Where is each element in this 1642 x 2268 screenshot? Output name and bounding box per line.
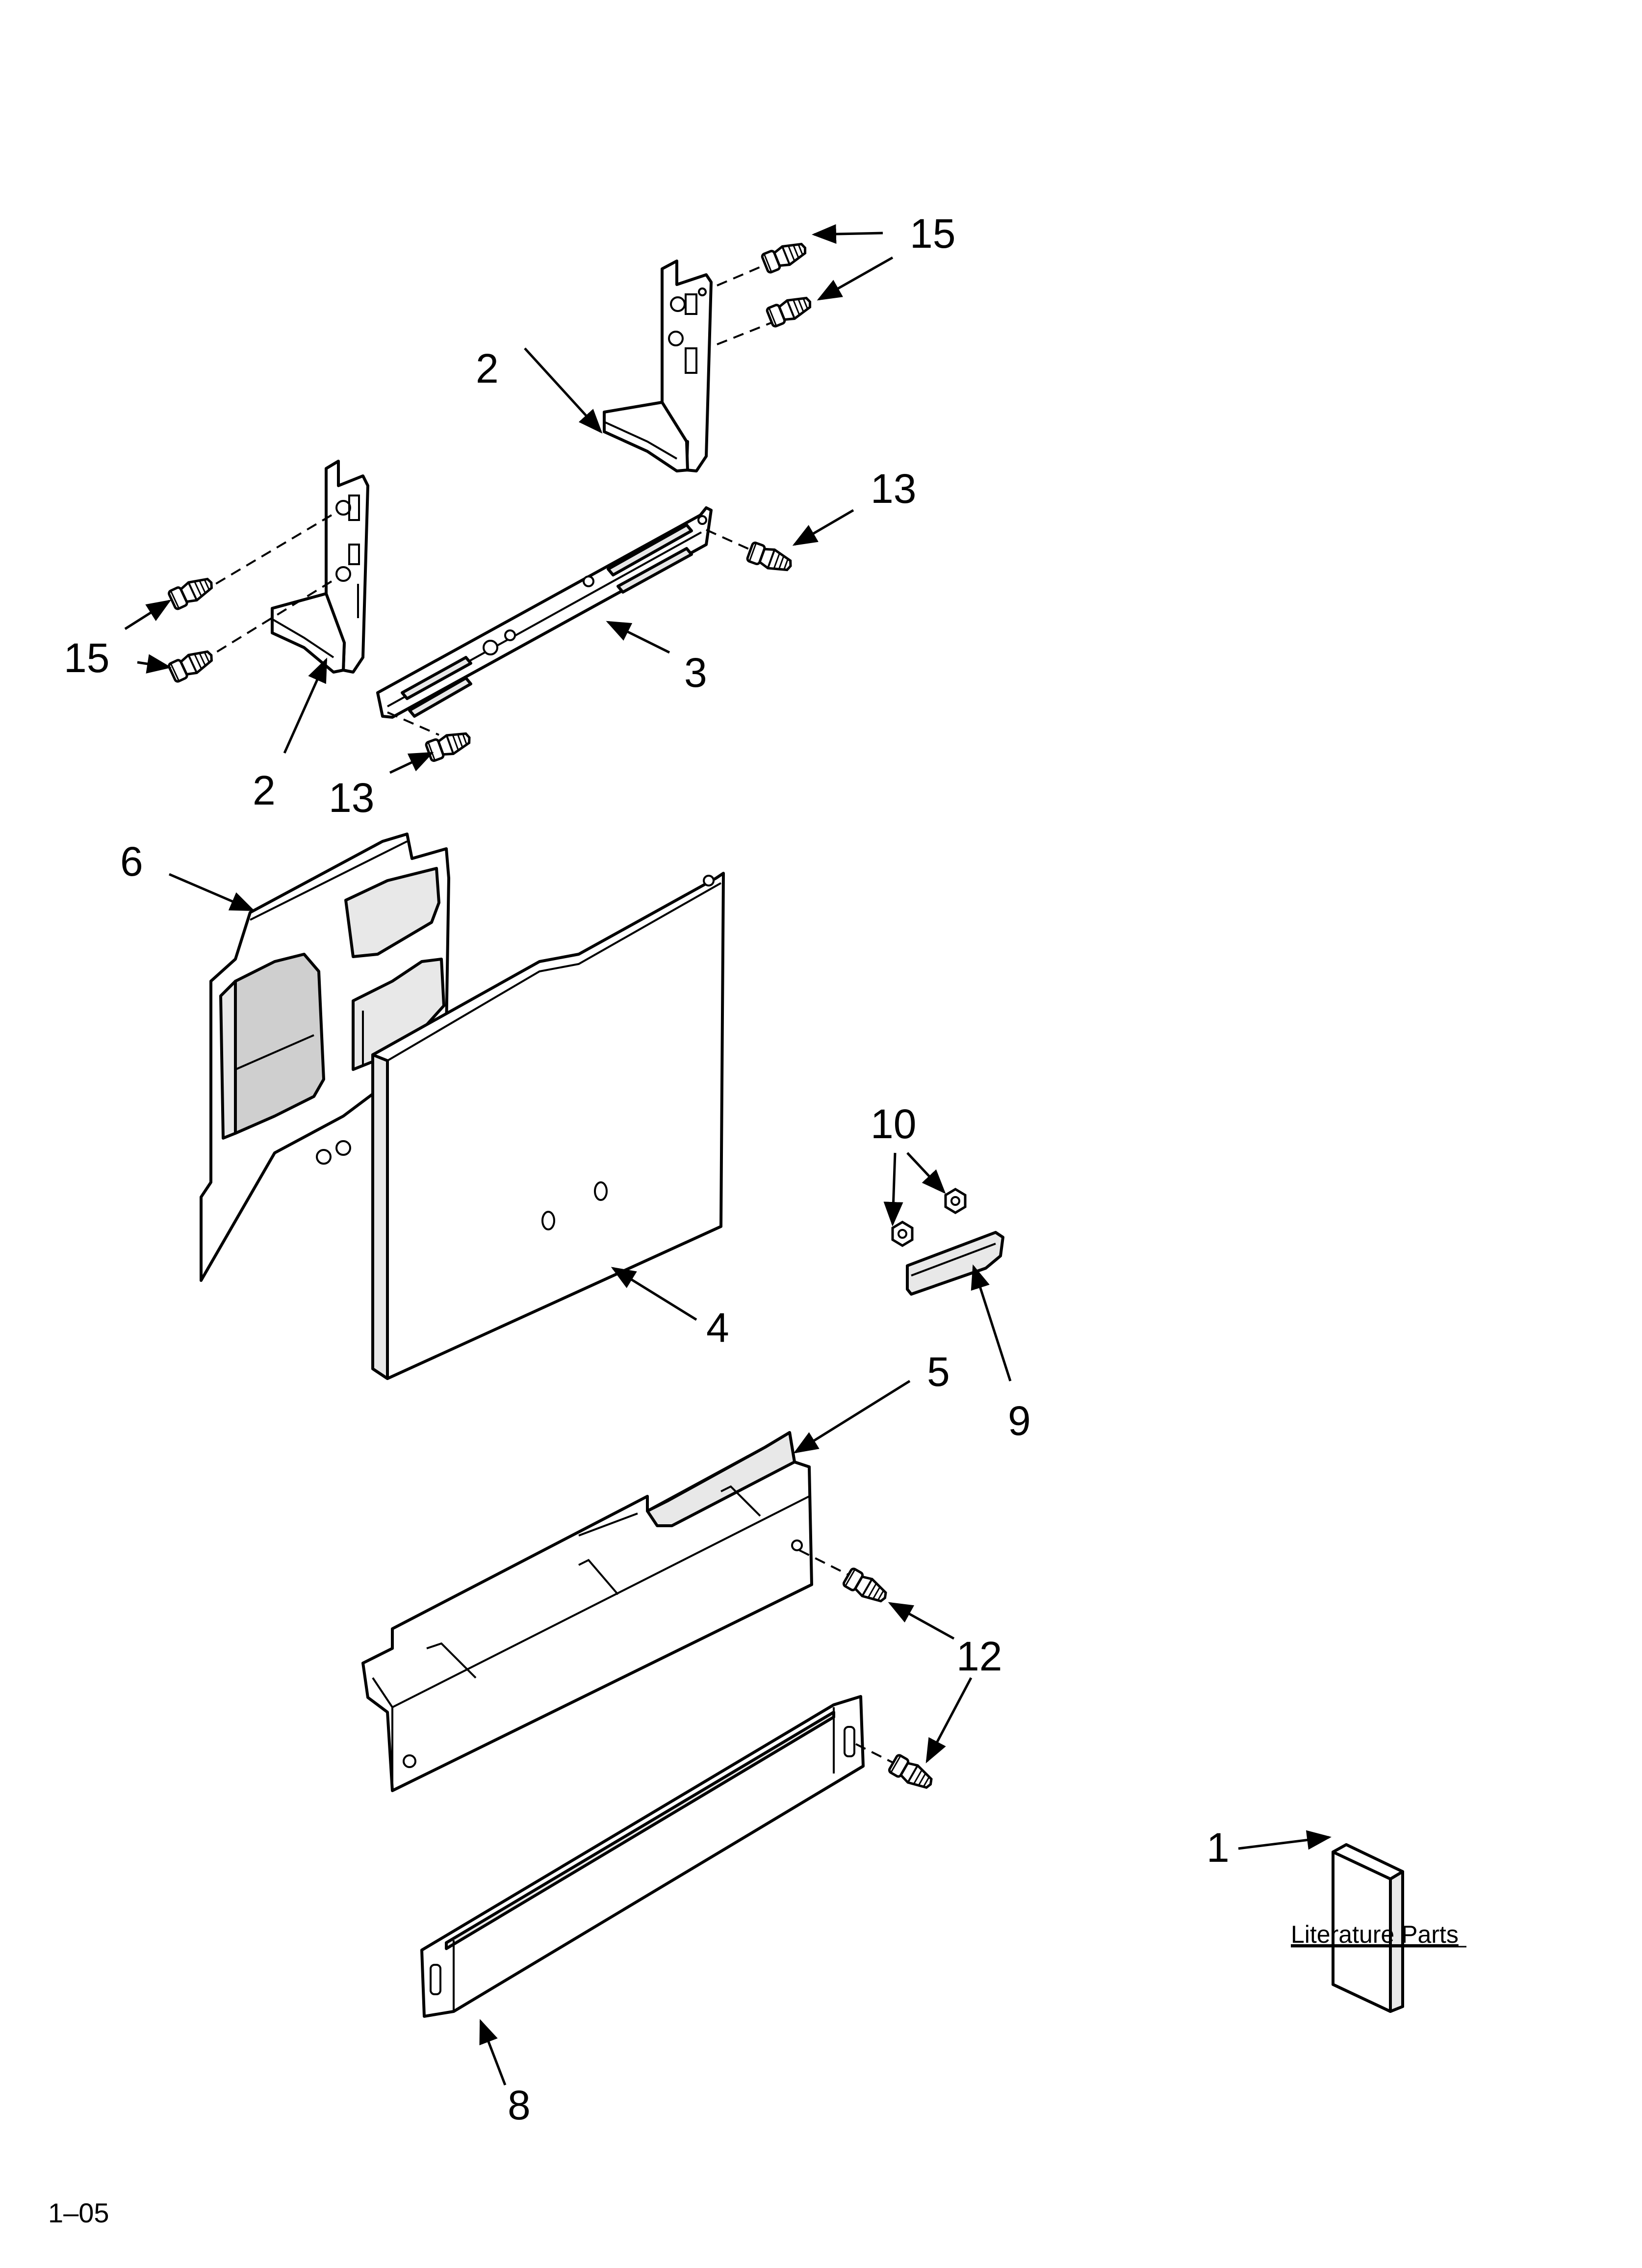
callout-13-bottom: 13 bbox=[329, 775, 374, 821]
screw-icon bbox=[168, 574, 216, 610]
mounting-bracket-right bbox=[603, 260, 713, 472]
hex-nut-icon bbox=[946, 1189, 965, 1213]
callout-2-bottom: 2 bbox=[253, 767, 276, 813]
callout-8: 8 bbox=[508, 2082, 531, 2128]
screw-icon bbox=[761, 239, 809, 273]
literature-parts-label: Literature Parts bbox=[1291, 1921, 1459, 1948]
inner-door-panel bbox=[200, 833, 450, 1282]
callout-1: 1 bbox=[1206, 1825, 1230, 1871]
hex-nut-icon bbox=[893, 1222, 912, 1246]
callout-2-top: 2 bbox=[476, 345, 499, 391]
callout-15-left: 15 bbox=[64, 635, 109, 681]
screw-icon bbox=[746, 542, 794, 575]
callout-9: 9 bbox=[1008, 1398, 1031, 1444]
screw-icon bbox=[168, 647, 216, 682]
literature-booklet bbox=[1332, 1843, 1404, 2013]
kick-plate-strip bbox=[420, 1695, 865, 2018]
mounting-bracket-left bbox=[271, 460, 369, 674]
outer-door-panel bbox=[371, 872, 725, 1380]
callout-labels: 15 2 13 15 3 2 13 6 10 4 9 5 12 1 8 Lite… bbox=[48, 210, 1466, 2228]
callout-12: 12 bbox=[956, 1633, 1002, 1679]
callout-10: 10 bbox=[871, 1101, 916, 1147]
support-rail bbox=[376, 506, 713, 719]
callout-5: 5 bbox=[927, 1349, 950, 1395]
lower-access-panel bbox=[361, 1431, 813, 1792]
callout-15-top: 15 bbox=[910, 210, 955, 257]
callout-3: 3 bbox=[684, 650, 707, 696]
leader-lines bbox=[124, 224, 1332, 2086]
footer-code: 1–05 bbox=[48, 2197, 109, 2228]
handle-trim bbox=[906, 1231, 1004, 1296]
screw-icon bbox=[766, 293, 814, 327]
callout-4: 4 bbox=[706, 1304, 729, 1351]
screw-icon bbox=[425, 729, 472, 762]
callout-13-top: 13 bbox=[871, 466, 916, 512]
callout-6: 6 bbox=[120, 838, 143, 885]
screw-icon bbox=[843, 1568, 890, 1607]
